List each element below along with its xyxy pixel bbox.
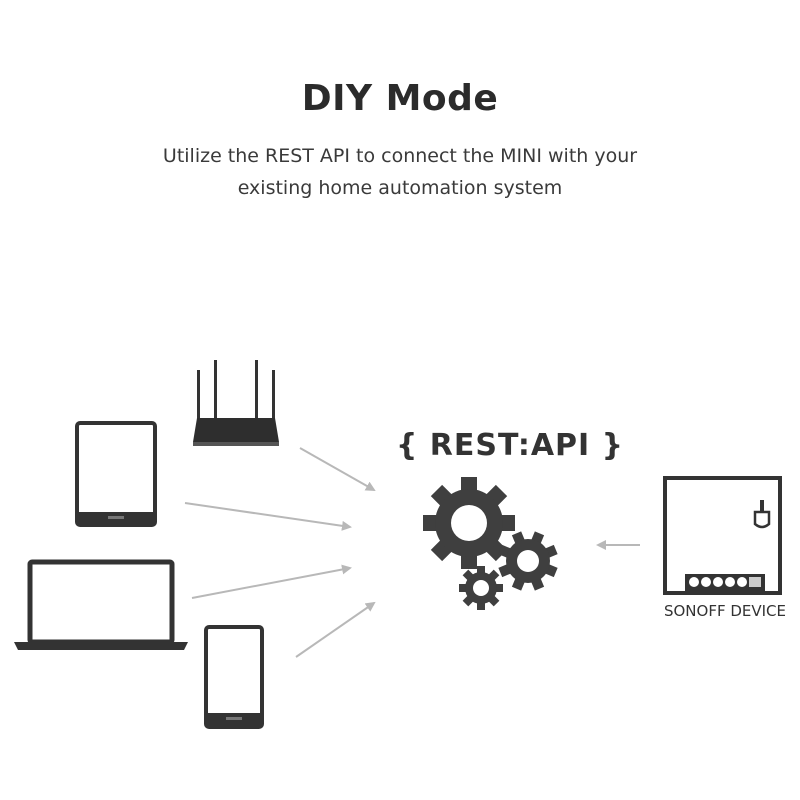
small-gear-icon <box>459 566 503 610</box>
page-subtitle: Utilize the REST API to connect the MINI… <box>0 140 800 204</box>
device-arrows <box>184 447 640 658</box>
subtitle-line-1: Utilize the REST API to connect the MINI… <box>162 145 638 167</box>
arrow-phone <box>295 601 376 658</box>
page-title: DIY Mode <box>301 78 499 119</box>
arrow-router <box>299 447 376 491</box>
laptop-icon <box>14 559 188 650</box>
smartphone-icon <box>204 625 264 729</box>
gears-icon <box>423 477 558 610</box>
router-icon <box>193 360 279 446</box>
medium-gear-icon <box>498 531 558 591</box>
tablet-icon <box>75 421 157 527</box>
arrow-laptop <box>191 564 352 599</box>
sonoff-device-icon <box>663 476 782 595</box>
sonoff-device-label: SONOFF DEVICE <box>663 602 787 620</box>
subtitle-line-2: existing home automation system <box>237 177 563 199</box>
rest-api-label: { REST:API } <box>396 428 624 463</box>
arrow-tablet <box>184 502 352 531</box>
